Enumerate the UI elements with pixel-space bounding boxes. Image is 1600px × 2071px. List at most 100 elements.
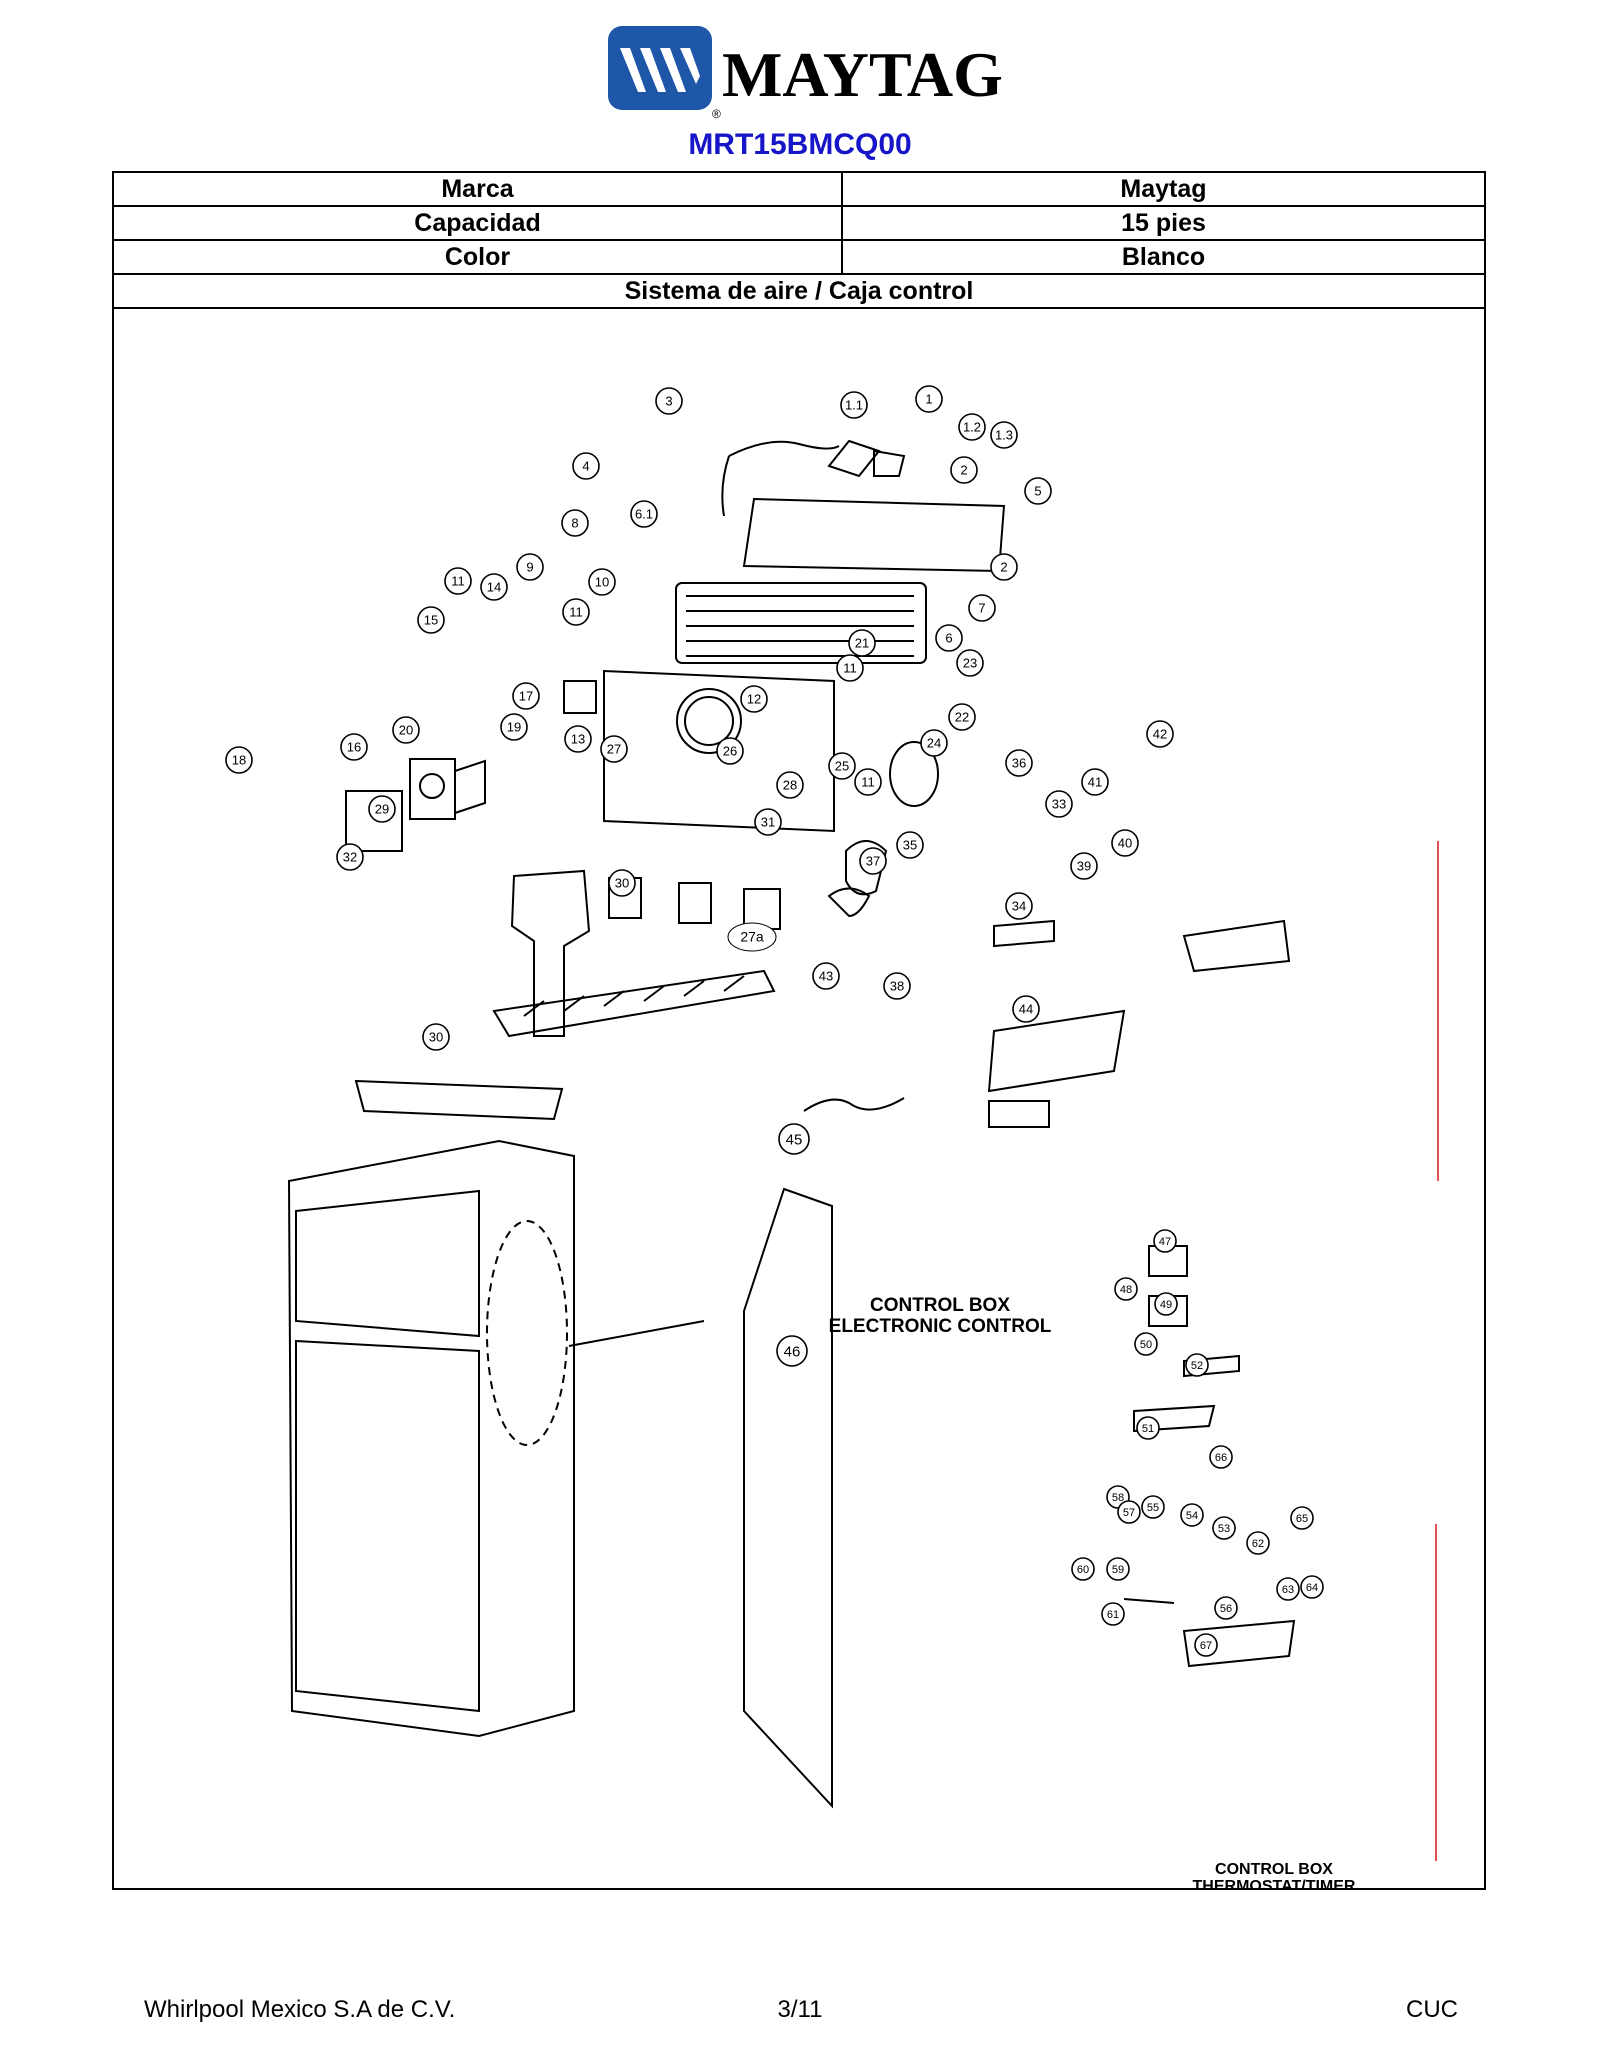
part-callout: 57 [1117,1500,1141,1524]
part-callout-number: 4 [582,459,589,474]
part-callout: 30 [608,869,636,897]
part-callout: 49 [1154,1292,1178,1316]
part-callout: 39 [1070,852,1098,880]
part-callout: 6 [935,624,963,652]
part-callout: 9 [516,553,544,581]
part-callout: 31 [754,808,782,836]
part-callout: 50 [1134,1332,1158,1356]
evaporator-coil [675,582,927,664]
part-callout-number: 32 [343,850,357,865]
spec-row: Color Blanco [114,240,1484,275]
part-callout-number: 14 [487,580,501,595]
control-board [993,919,1055,948]
part-callout: 38 [883,972,911,1000]
part-callout: 18 [225,746,253,774]
part-callout-number: 2 [960,463,967,478]
capillary-tube [1123,1598,1175,1604]
part-callout-number: 27a [740,929,764,945]
part-callout: 20 [392,716,420,744]
rear-air-panel [603,669,835,833]
part-callout: 45 [778,1123,810,1155]
part-callout: 11 [854,768,882,796]
part-callout: 14 [480,573,508,601]
part-callout: 56 [1214,1596,1238,1620]
part-callout-number: 26 [723,744,737,759]
part-callout-number: 1 [925,392,932,407]
part-callout-number: 1.1 [845,398,863,413]
part-callout: 51 [1136,1416,1160,1440]
part-callout: 1 [915,385,943,413]
part-callout: 3 [655,387,683,415]
part-callout-number: 11 [451,574,465,589]
part-callout: 26 [716,737,744,765]
air-duct-opening [676,688,742,754]
part-callout-number: 29 [375,802,389,817]
part-callout: 11 [562,598,590,626]
part-callout-number: 6.1 [635,507,653,522]
part-callout-number: 21 [855,636,869,651]
electronic-harness [803,1097,905,1112]
cover-plate [563,680,597,714]
part-callout-number: 44 [1019,1002,1033,1017]
part-callout-number: 22 [955,710,969,725]
damper-control [409,758,486,820]
part-callout: 1.3 [990,421,1018,449]
front-trim [354,1079,564,1121]
part-callout-number: 27 [607,742,621,757]
part-callout: 2 [990,553,1018,581]
part-callout-number: 31 [761,815,775,830]
part-callout: 13 [564,725,592,753]
part-callout-number: 65 [1296,1513,1308,1525]
part-callout: 59 [1106,1557,1130,1581]
freezer-compartment [295,1189,480,1338]
part-callout: 41 [1081,768,1109,796]
part-callout-number: 41 [1088,775,1102,790]
part-callout: 32 [336,843,364,871]
detail-highlight [486,1220,568,1446]
part-callout: 1.1 [840,391,868,419]
part-callout: 30 [422,1023,450,1051]
part-callout-number: 23 [963,656,977,671]
section-title: Sistema de aire / Caja control [114,274,1484,309]
spec-row: Capacidad 15 pies [114,206,1484,241]
part-callout-number: 64 [1306,1582,1318,1594]
part-callout-number: 50 [1140,1339,1152,1351]
part-callout-number: 30 [429,1030,443,1045]
spec-row: Marca Maytag [114,173,1484,207]
footer-code: CUC [1406,1996,1458,2023]
light-socket [889,741,939,807]
part-callout-number: 55 [1147,1502,1159,1514]
part-callout-number: 9 [526,560,533,575]
part-callout-number: 49 [1160,1299,1172,1311]
part-callout-number: 11 [861,775,875,790]
part-callout: 64 [1300,1575,1324,1599]
spec-label: Marca [114,173,843,207]
part-callout-number: 11 [569,605,583,620]
part-callout: 44 [1012,995,1040,1023]
refrigerator-cabinet [287,1139,575,1738]
thermostat-cover [1133,1404,1216,1433]
part-callout-number: 33 [1052,797,1066,812]
part-callout: 48 [1114,1277,1138,1301]
part-callout: 42 [1146,720,1174,748]
part-callout: 53 [1212,1516,1236,1540]
section-title-row: Sistema de aire / Caja control [114,274,1484,309]
part-callout: 35 [896,831,924,859]
part-callout: 7 [968,594,996,622]
part-callout: 19 [500,713,528,741]
part-callout: 8 [561,509,589,537]
control-box-label-1: CONTROL BOX [870,1295,1010,1316]
part-callout-number: 46 [784,1343,801,1360]
part-callout: 34 [1005,892,1033,920]
control-cover-electronic [1182,919,1291,973]
part-callout: 4 [572,452,600,480]
model-number: MRT15BMCQ00 [688,128,912,161]
spec-label: Capacidad [114,206,843,241]
part-callout-number: 56 [1220,1603,1232,1615]
freezer-shelf [492,969,776,1038]
logo-badge [608,26,712,110]
part-callout-number: 17 [519,689,533,704]
part-callout: 11 [836,654,864,682]
part-callout-number: 15 [424,613,438,628]
